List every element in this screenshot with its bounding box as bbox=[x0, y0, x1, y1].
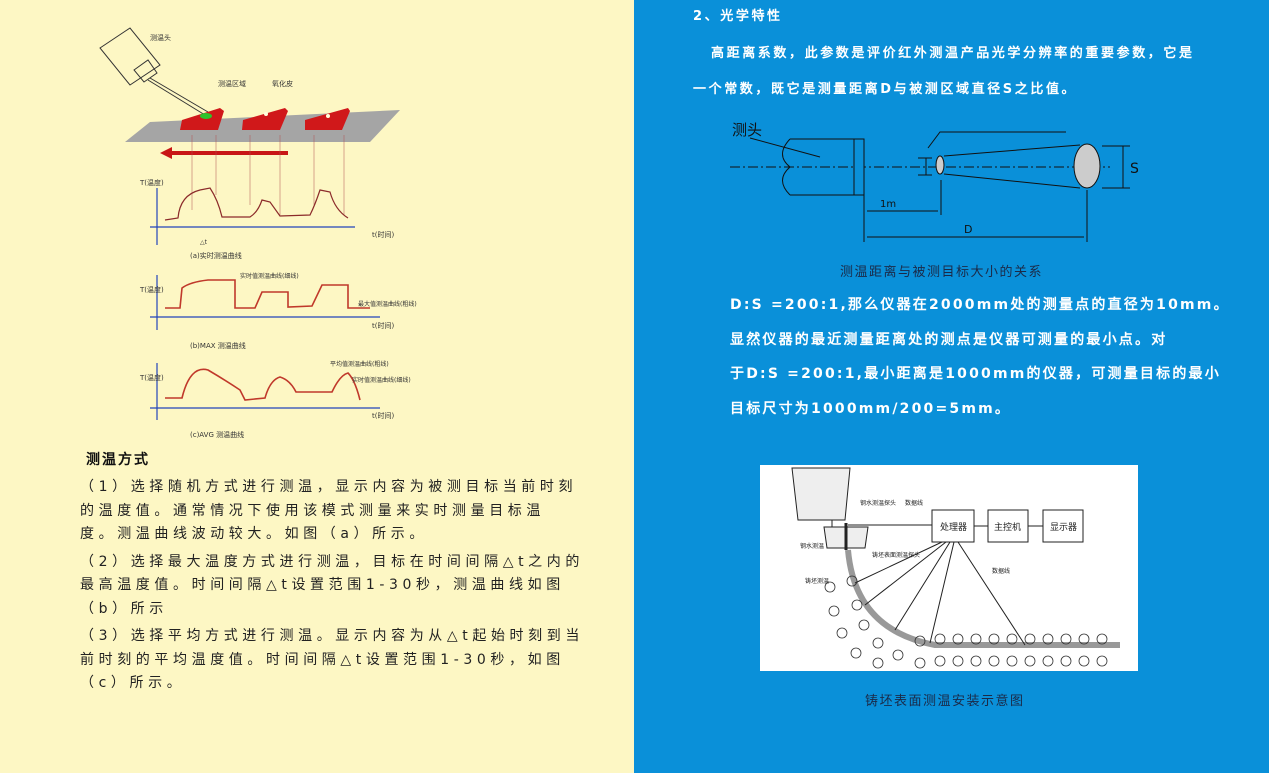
section-heading: 测温方式 bbox=[86, 452, 150, 468]
svg-text:铸坯表面测温探头: 铸坯表面测温探头 bbox=[872, 551, 920, 559]
roller-icon bbox=[1096, 655, 1108, 667]
roller-icon bbox=[1006, 655, 1018, 667]
roller-icon bbox=[970, 655, 982, 667]
svg-text:△t: △t bbox=[200, 239, 208, 246]
svg-text:测温区域: 测温区域 bbox=[218, 79, 246, 88]
svg-text:1m: 1m bbox=[880, 199, 896, 210]
roller-icon bbox=[872, 637, 884, 649]
svg-text:t(时间): t(时间) bbox=[372, 321, 394, 330]
paragraph-line: 度。测温曲线波动较大。如图（a）所示。 bbox=[80, 526, 428, 542]
svg-text:平均值测温曲线(粗线): 平均值测温曲线(粗线) bbox=[330, 360, 389, 368]
paragraph-line: 前时刻的平均温度值。时间间隔△t设置范围1-30秒，如图 bbox=[80, 651, 565, 668]
svg-text:实时值测温曲线(细线): 实时值测温曲线(细线) bbox=[240, 272, 299, 280]
svg-text:S: S bbox=[1130, 161, 1139, 177]
svg-text:测温头: 测温头 bbox=[150, 33, 171, 42]
roller-icon bbox=[970, 633, 982, 645]
paragraph-line: （c）所示。 bbox=[80, 675, 186, 691]
paragraph-line: （3）选择平均方式进行测温。显示内容为从△t起始时刻到当 bbox=[80, 628, 584, 644]
svg-text:t(时间): t(时间) bbox=[372, 411, 394, 420]
roller-icon bbox=[846, 575, 858, 587]
intro-line: 高距离系数，此参数是评价红外测温产品光学分辨率的重要参数，它是 bbox=[711, 46, 1195, 61]
svg-text:D: D bbox=[964, 223, 972, 236]
roller-icon bbox=[1078, 633, 1090, 645]
optics-caption: 测温距离与被测目标大小的关系 bbox=[840, 265, 1044, 280]
svg-text:实时值测温曲线(细线): 实时值测温曲线(细线) bbox=[352, 376, 411, 384]
paragraph-line: （b）所示 bbox=[80, 600, 168, 617]
ds-line: 显然仪器的最近测量距离处的测点是仪器可测量的最小点。对 bbox=[730, 332, 1168, 348]
svg-text:测头: 测头 bbox=[732, 121, 762, 139]
roller-icon bbox=[1042, 655, 1054, 667]
roller-icon bbox=[988, 633, 1000, 645]
ds-line: 于D:S =200:1,最小距离是1000mm的仪器，可测量目标的最小 bbox=[730, 366, 1221, 382]
svg-text:t(时间): t(时间) bbox=[372, 230, 394, 239]
svg-text:钢水测温探头: 钢水测温探头 bbox=[860, 499, 896, 507]
roller-icon bbox=[988, 655, 1000, 667]
paragraph-line: 最高温度值。时间间隔△t设置范围1-30秒，测温曲线如图 bbox=[80, 577, 565, 593]
roller-icon bbox=[858, 619, 870, 631]
ds-line: 目标尺寸为1000mm/200=5mm。 bbox=[730, 401, 1012, 417]
roller-icon bbox=[914, 635, 926, 647]
svg-text:显示器: 显示器 bbox=[1050, 522, 1077, 533]
svg-text:(a)实时测温曲线: (a)实时测温曲线 bbox=[190, 251, 242, 260]
svg-text:数据线: 数据线 bbox=[992, 567, 1010, 575]
roller-icon bbox=[824, 581, 836, 593]
optics-diagram: 测头 1m D S bbox=[730, 121, 1139, 242]
roller-icon bbox=[850, 647, 862, 659]
svg-text:主控机: 主控机 bbox=[994, 521, 1021, 533]
roller-icon bbox=[892, 649, 904, 661]
svg-text:数据线: 数据线 bbox=[905, 499, 923, 507]
intro-line: 一个常数，既它是测量距离D与被测区域直径S之比值。 bbox=[693, 82, 1078, 97]
paragraph-line: （1）选择随机方式进行测温，显示内容为被测目标当前时刻 bbox=[80, 479, 578, 495]
roller-icon bbox=[934, 633, 946, 645]
svg-text:T(温度): T(温度) bbox=[139, 178, 164, 187]
svg-text:T(温度): T(温度) bbox=[139, 373, 164, 382]
roller-icon bbox=[1024, 655, 1036, 667]
ds-line: D:S =200:1,那么仪器在2000mm处的测量点的直径为10mm。 bbox=[730, 297, 1230, 313]
roller-icon bbox=[828, 605, 840, 617]
roller-icon bbox=[914, 657, 926, 669]
paragraph-line: 的温度值。通常情况下使用该模式测量来实时测量目标温 bbox=[80, 502, 545, 519]
roller-icon bbox=[851, 599, 863, 611]
svg-text:(b)MAX 测温曲线: (b)MAX 测温曲线 bbox=[190, 341, 246, 350]
roller-icon bbox=[1006, 633, 1018, 645]
roller-icon bbox=[1024, 633, 1036, 645]
roller-icon bbox=[1060, 633, 1072, 645]
section-heading: 2、光学特性 bbox=[693, 9, 783, 24]
svg-text:最大值测温曲线(粗线): 最大值测温曲线(粗线) bbox=[358, 300, 417, 308]
svg-text:氧化皮: 氧化皮 bbox=[272, 79, 293, 88]
roller-icon bbox=[1060, 655, 1072, 667]
svg-text:T(温度): T(温度) bbox=[139, 285, 164, 294]
installation-diagram: 钢水测温探头 数据线 处理器 主控机 显示器 钢水测温 铸坯表面测温探头 铸坯测… bbox=[760, 465, 1138, 671]
left-page: 测温头 测温区域 氧化皮 T(温度) t(时间) △t (a)实时测温曲线 T(… bbox=[0, 0, 634, 773]
roller-icon bbox=[836, 627, 848, 639]
svg-text:钢水测温: 钢水测温 bbox=[800, 542, 824, 550]
svg-text:铸坯测温: 铸坯测温 bbox=[805, 577, 829, 585]
roller-icon bbox=[872, 657, 884, 669]
roller-icon bbox=[1078, 655, 1090, 667]
installation-caption: 铸坯表面测温安装示意图 bbox=[865, 694, 1025, 709]
roller-icon bbox=[952, 633, 964, 645]
roller-icon bbox=[1042, 633, 1054, 645]
right-page: 2、光学特性 高距离系数，此参数是评价红外测温产品光学分辨率的重要参数，它是 一… bbox=[634, 0, 1269, 773]
roller-icon bbox=[952, 655, 964, 667]
roller-icon bbox=[934, 655, 946, 667]
temperature-mode-diagram: 测温头 测温区域 氧化皮 T(温度) t(时间) △t (a)实时测温曲线 T(… bbox=[99, 27, 417, 439]
svg-text:(c)AVG 测温曲线: (c)AVG 测温曲线 bbox=[190, 430, 244, 439]
roller-icon bbox=[1096, 633, 1108, 645]
paragraph-line: （2）选择最大温度方式进行测温，目标在时间间隔△t之内的 bbox=[80, 553, 584, 570]
svg-text:处理器: 处理器 bbox=[940, 521, 967, 533]
